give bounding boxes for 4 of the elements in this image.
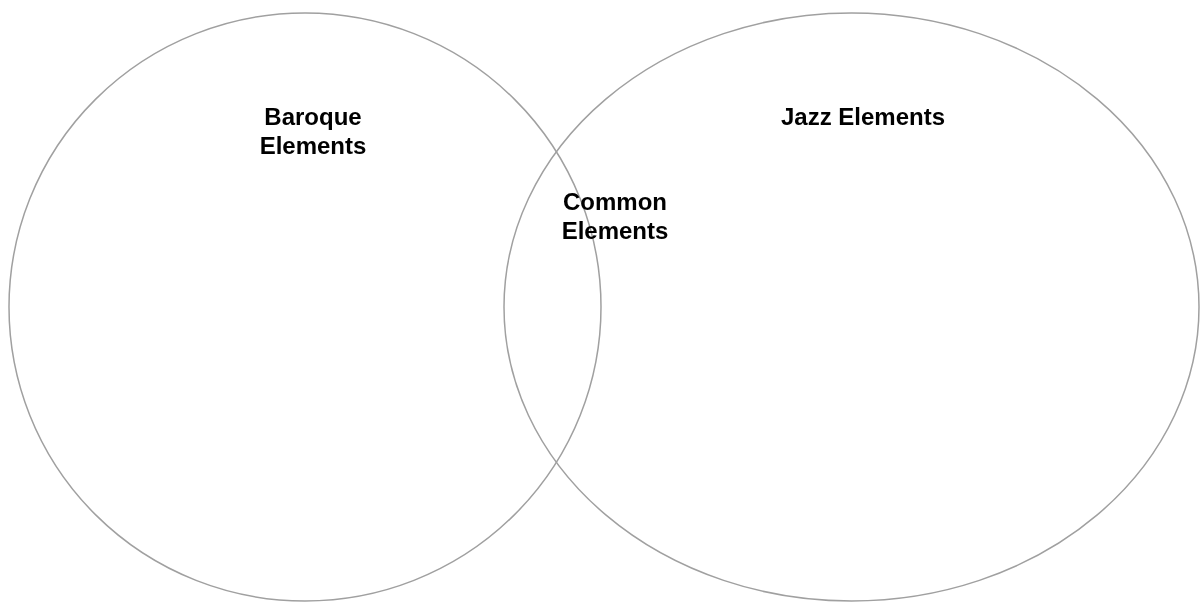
overlap-label: Common Elements bbox=[560, 187, 670, 245]
set-label: Baroque Elements bbox=[258, 102, 368, 160]
venn-ellipse bbox=[503, 12, 1200, 602]
set-label: Jazz Elements bbox=[779, 102, 947, 131]
